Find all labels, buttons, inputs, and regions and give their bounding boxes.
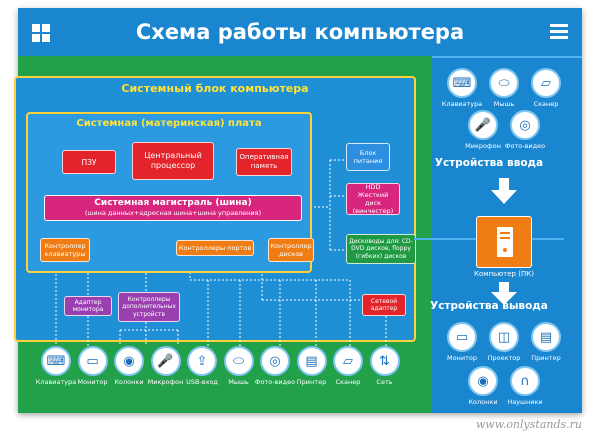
device-label: Микрофон bbox=[147, 378, 184, 386]
device-label: Клавиатура bbox=[35, 378, 77, 386]
printer-icon: ▤ bbox=[296, 346, 327, 376]
device-label: Колонки bbox=[114, 378, 144, 386]
device-label: Микрофон bbox=[465, 142, 501, 150]
device-item: ◎ Фото-видео bbox=[247, 346, 303, 386]
device-item: ▭ Монитор bbox=[434, 322, 490, 362]
keyboard-icon: ⌨ bbox=[41, 346, 71, 376]
headphones-icon: ∩ bbox=[510, 366, 540, 396]
device-item: ▤ Принтер bbox=[284, 346, 340, 386]
device-item: ⇪ USB-вход bbox=[174, 346, 230, 386]
system-unit-title: Системный блок компьютера bbox=[121, 82, 309, 95]
bus-title: Системная магистраль (шина) bbox=[94, 198, 252, 208]
device-label: Проектор bbox=[487, 354, 521, 362]
keyboard-controller-box: Контроллер клавиатуры bbox=[40, 238, 90, 262]
device-label: Сканер bbox=[335, 378, 361, 386]
menu-icon bbox=[550, 24, 568, 40]
monitor-icon: ▭ bbox=[447, 322, 477, 352]
divider bbox=[432, 56, 582, 58]
hdd-box: HDD Жесткий диск (винчестер) bbox=[346, 183, 400, 215]
disk-controller-box: Контроллер дисков bbox=[268, 238, 314, 262]
grid-icon bbox=[32, 24, 50, 42]
device-label: Фото-видео bbox=[504, 142, 546, 150]
projector-icon: ◫ bbox=[489, 322, 519, 352]
extra-controllers-box: Контроллеры дополнительных устройств bbox=[118, 292, 180, 322]
camera-icon: ◎ bbox=[510, 110, 540, 140]
printer-icon: ▤ bbox=[531, 322, 561, 352]
device-item: ◫ Проектор bbox=[476, 322, 532, 362]
device-item: ◉ Колонки bbox=[101, 346, 157, 386]
rom-box: ПЗУ bbox=[62, 150, 116, 174]
device-item: ▱ Сканер bbox=[518, 68, 574, 108]
device-label: Принтер bbox=[296, 378, 327, 386]
device-item: ◉ Колонки bbox=[455, 366, 511, 406]
drives-box: Дисководы для: CD-DVD дисков, floppy (ги… bbox=[346, 234, 416, 264]
device-item: ▭ Монитор bbox=[65, 346, 121, 386]
monitor-icon: ▭ bbox=[77, 346, 108, 376]
keyboard-icon: ⌨ bbox=[447, 68, 477, 98]
microphone-icon: 🎤 bbox=[468, 110, 498, 140]
power-supply-box: Блок питания bbox=[346, 143, 390, 171]
mouse-icon: ⬭ bbox=[223, 346, 254, 376]
system-bus: Системная магистраль (шина) (шина данных… bbox=[44, 195, 302, 221]
device-item: ∩ Наушники bbox=[497, 366, 553, 406]
watermark: www.onlystands.ru bbox=[475, 418, 582, 431]
scanner-icon: ▱ bbox=[531, 68, 561, 98]
device-label: USB-вход bbox=[186, 378, 218, 386]
device-label: Фото-видео bbox=[254, 378, 296, 386]
device-item: 🎤 Микрофон bbox=[455, 110, 511, 150]
device-label: Монитор bbox=[77, 378, 108, 386]
network-adapter-box: Сетевой адаптер bbox=[362, 294, 406, 316]
device-item: ⌨ Клавиатура bbox=[28, 346, 84, 386]
device-label: Сеть bbox=[376, 378, 393, 386]
speaker-icon: ◉ bbox=[468, 366, 498, 396]
device-item: ⬭ Мышь bbox=[476, 68, 532, 108]
header: Схема работы компьютера bbox=[18, 8, 582, 56]
bus-subtitle: (шина данных+адресная шина+шина управлен… bbox=[84, 209, 262, 217]
camera-icon: ◎ bbox=[260, 346, 290, 376]
device-item: ⬭ Мышь bbox=[211, 346, 267, 386]
usb-icon: ⇪ bbox=[187, 346, 217, 376]
device-item: ◎ Фото-видео bbox=[497, 110, 553, 150]
device-item: ▤ Принтер bbox=[518, 322, 574, 362]
device-label: Монитор bbox=[447, 354, 477, 362]
device-label: Клавиатура bbox=[441, 100, 483, 108]
device-label: Принтер bbox=[531, 354, 561, 362]
page-title: Схема работы компьютера bbox=[135, 20, 465, 44]
device-item: ▱ Сканер bbox=[320, 346, 376, 386]
motherboard-title: Системная (материнская) плата bbox=[76, 118, 262, 129]
computer-label: Компьютер (ПК) bbox=[474, 270, 534, 278]
device-item: ⇅ Сеть bbox=[357, 346, 413, 386]
cpu-box: Центральный процессор bbox=[132, 142, 214, 180]
device-label: Колонки bbox=[468, 398, 498, 406]
speaker-icon: ◉ bbox=[114, 346, 144, 376]
device-label: Наушники bbox=[507, 398, 543, 406]
device-label: Мышь bbox=[493, 100, 515, 108]
mouse-icon: ⬭ bbox=[489, 68, 519, 98]
device-label: Сканер bbox=[533, 100, 559, 108]
computer-icon bbox=[497, 227, 513, 257]
ram-box: Оперативная память bbox=[236, 148, 292, 176]
network-icon: ⇅ bbox=[369, 346, 400, 376]
input-devices-title: Устройства ввода bbox=[434, 157, 544, 169]
device-item: 🎤 Микрофон bbox=[138, 346, 194, 386]
computer-box bbox=[476, 216, 532, 268]
microphone-icon: 🎤 bbox=[150, 346, 181, 376]
port-controllers-box: Контроллеры портов bbox=[176, 240, 254, 256]
device-item: ⌨ Клавиатура bbox=[434, 68, 490, 108]
device-label: Мышь bbox=[228, 378, 249, 386]
scanner-icon: ▱ bbox=[333, 346, 363, 376]
monitor-adapter-box: Адаптер монитора bbox=[64, 296, 112, 316]
output-devices-title: Устройства вывода bbox=[430, 300, 548, 312]
